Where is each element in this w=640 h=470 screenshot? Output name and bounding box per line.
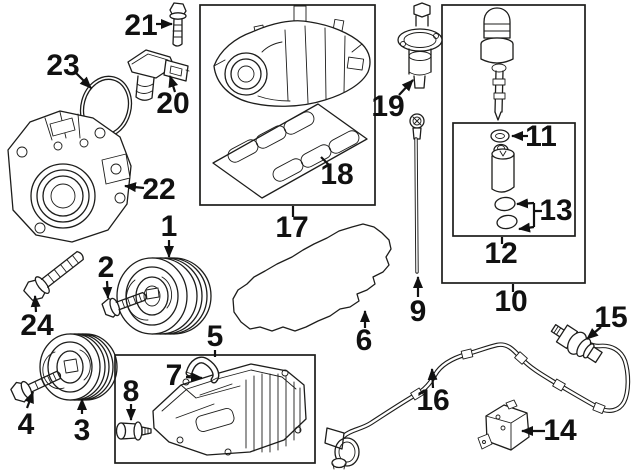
leader-20 <box>168 75 179 93</box>
callout-18-manifold-gasket[interactable]: 18 <box>320 158 353 191</box>
part-oil-pan-gasket-6 <box>232 223 392 332</box>
part-oil-pressure-sensor-15 <box>550 324 603 364</box>
leader-16 <box>427 368 438 389</box>
callout-8-drain-plug[interactable]: 8 <box>123 375 140 408</box>
part-lower-pulley-3 <box>39 333 118 401</box>
part-manifold-gasket-18 <box>212 103 368 199</box>
part-intake-manifold <box>213 5 371 107</box>
leader-22 <box>124 182 145 193</box>
callout-13-o-ring-pair[interactable]: 13 <box>539 194 572 227</box>
callout-12-filter-element-kit[interactable]: 12 <box>484 237 517 270</box>
part-o-ring-13a <box>494 196 516 212</box>
callout-2-pulley-bolt[interactable]: 2 <box>98 251 115 284</box>
part-filter-element-12 <box>491 148 515 193</box>
callout-24-crank-bolt[interactable]: 24 <box>20 309 54 342</box>
callout-11-o-ring[interactable]: 11 <box>525 120 557 153</box>
part-bolt-2 <box>101 291 147 318</box>
part-drain-plug-8 <box>115 421 152 441</box>
callout-23-throttle-o-ring[interactable]: 23 <box>46 49 79 82</box>
callout-1-crankshaft-pulley[interactable]: 1 <box>161 210 178 243</box>
callout-6-oil-pan-gasket[interactable]: 6 <box>356 324 373 357</box>
callout-17-intake-manifold-kit[interactable]: 17 <box>275 211 308 244</box>
part-throttle-body-22 <box>7 110 132 243</box>
part-wiring-harness-16 <box>324 333 631 470</box>
callout-3-lower-pulley[interactable]: 3 <box>74 414 91 447</box>
leader-13 <box>516 198 535 209</box>
leader-15 <box>586 326 602 340</box>
callout-21-sensor-bolt[interactable]: 21 <box>124 9 157 42</box>
callout-4-pulley-bolt[interactable]: 4 <box>18 408 35 441</box>
part-dipstick-9 <box>409 113 425 274</box>
part-oil-pan-tube-7 <box>185 356 220 384</box>
part-oil-filter-cap <box>480 7 514 121</box>
leader-2 <box>102 280 113 299</box>
callout-9-dipstick[interactable]: 9 <box>410 295 427 328</box>
callout-22-throttle-body[interactable]: 22 <box>142 173 175 206</box>
part-o-ring-11 <box>490 129 510 143</box>
leader-24 <box>30 295 41 313</box>
leader-13 <box>518 222 535 233</box>
callout-5-oil-pan-kit[interactable]: 5 <box>207 320 224 353</box>
callout-16-wiring-harness[interactable]: 16 <box>416 384 449 417</box>
part-bolt-21 <box>169 2 187 47</box>
callout-7-oil-pan-tube[interactable]: 7 <box>166 359 183 392</box>
callout-14-control-module[interactable]: 14 <box>543 414 577 447</box>
part-bolt-24 <box>23 250 84 301</box>
leader-4 <box>24 391 35 409</box>
callout-20-sensor[interactable]: 20 <box>156 87 189 120</box>
leader-18 <box>320 156 331 167</box>
leader-7 <box>185 372 203 383</box>
part-oil-filler-tube-19 <box>397 2 443 89</box>
callout-10-oil-filter-assembly[interactable]: 10 <box>494 285 527 318</box>
callout-19-oil-filler-tube[interactable]: 19 <box>371 90 404 123</box>
group-box-intake-manifold-kit <box>199 4 376 206</box>
group-box-oil-filter-assembly <box>441 4 586 284</box>
part-control-module-14 <box>477 399 530 451</box>
group-box-filter-element-kit <box>452 122 576 237</box>
leader-19 <box>398 79 414 96</box>
part-crankshaft-pulley-1 <box>116 257 212 335</box>
part-o-ring-13b <box>496 214 518 230</box>
leader-23 <box>74 71 92 89</box>
callout-15-oil-pressure-sensor[interactable]: 15 <box>594 301 627 334</box>
